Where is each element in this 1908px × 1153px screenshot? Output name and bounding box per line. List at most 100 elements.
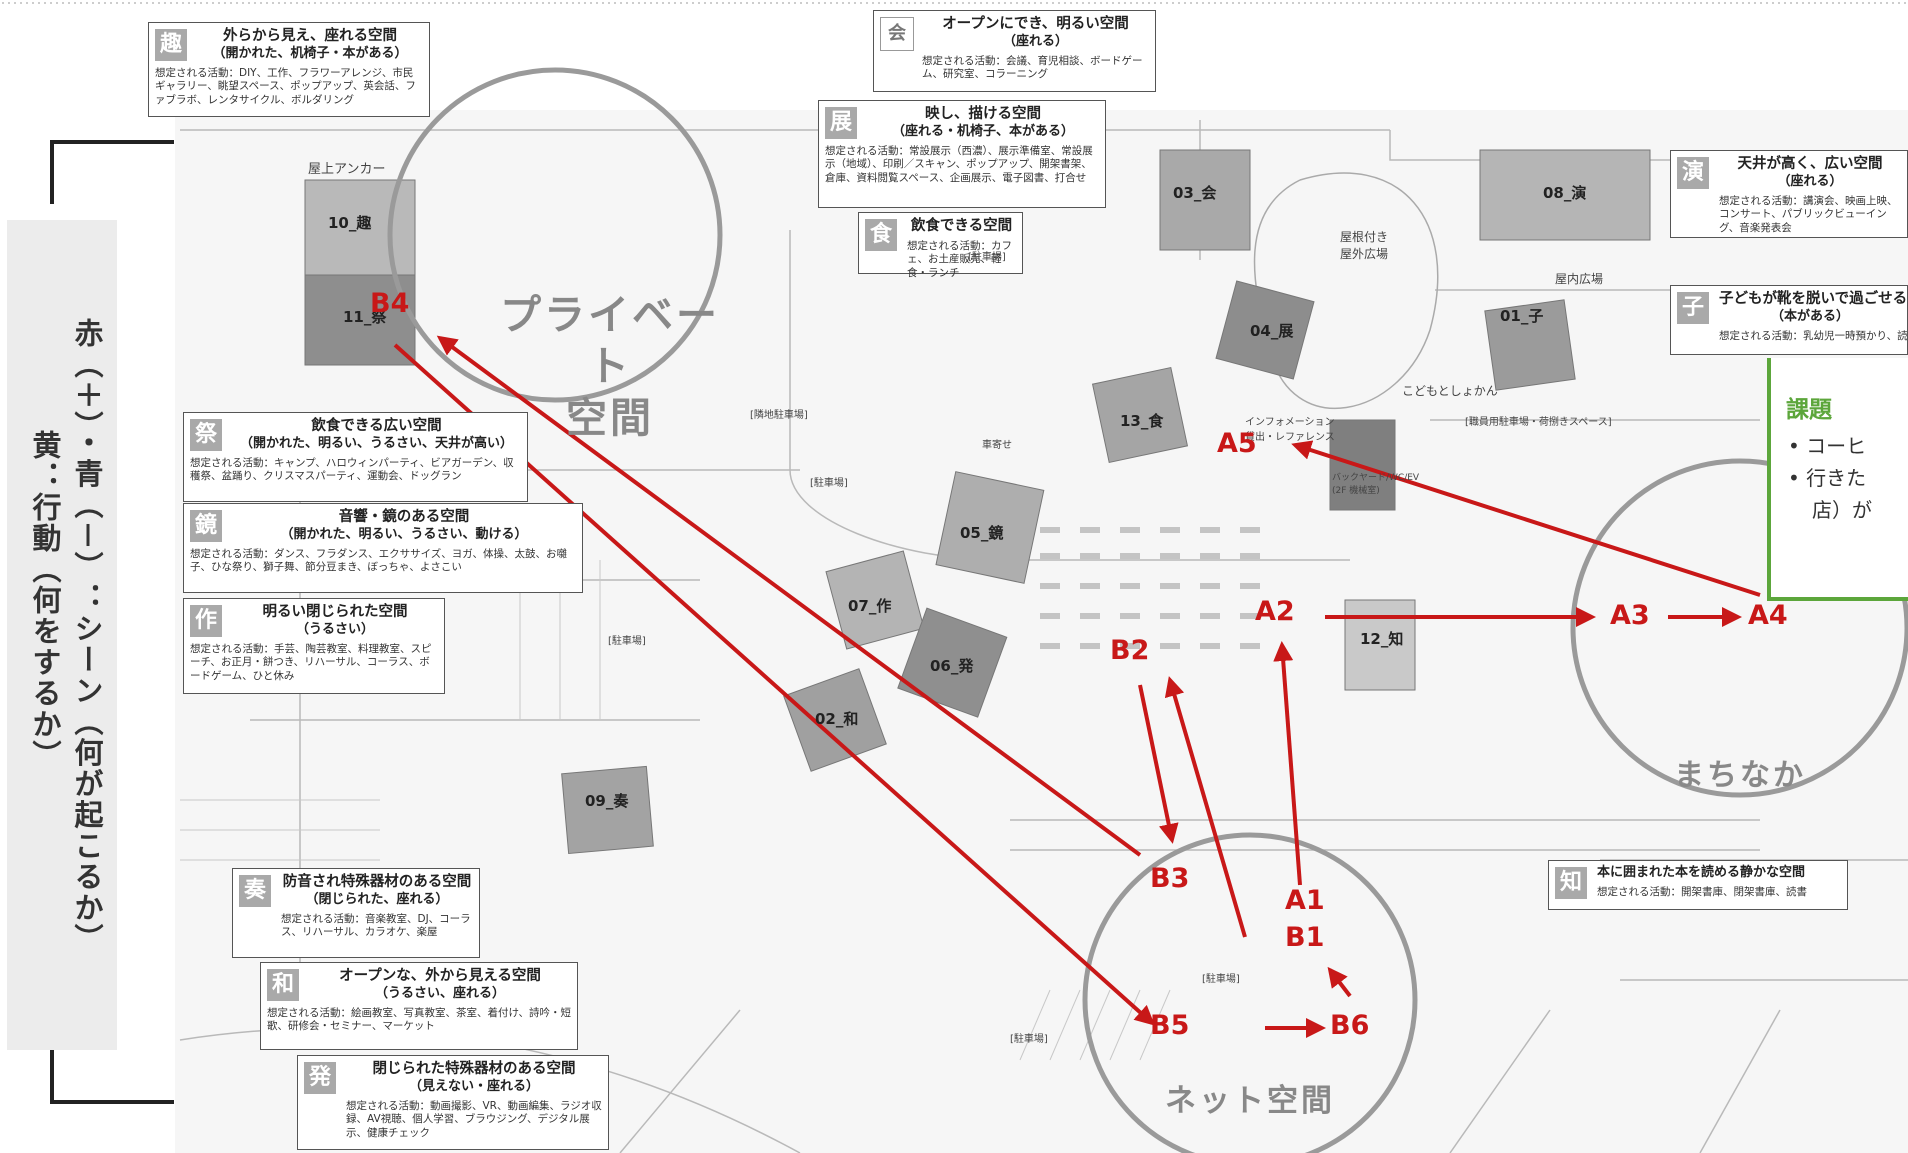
legend-title: 飲食できる空間 [910,218,1013,234]
legend-en: 演 天井が高く、広い空間 （座れる） 想定される活動：講演会、映画上映、コンサー… [1670,150,1908,238]
arrow-b6-b1 [1327,966,1352,998]
info-label: インフォメーション 貸出・レファレンス [1245,417,1335,443]
legend-subtitle: （うるさい、座れる） [374,985,505,1001]
legend-kanji-badge: 祭 [190,419,222,451]
net-circle [1082,832,1418,1153]
node-b2: B2 [1110,635,1150,666]
private-space-label: プライベート 空間 [500,291,720,442]
legend-kanji-badge: 和 [267,969,299,1001]
roofed-plaza-outline [1253,172,1439,410]
node-b5: B5 [1150,1010,1190,1041]
legend-subtitle: （開かれた、明るい、うるさい、動ける） [280,526,528,542]
legend-subtitle: （見えない・座れる） [408,1078,539,1094]
legend-activities: 想定される活動：常設展示（西濃）、展示準備室、常設展示（地域）、印刷／スキャン、… [825,144,1093,185]
kodomo-label: こどもとしょかん [1402,384,1498,398]
parking-label: [駐車場] [1202,974,1240,985]
legend-open: 会 オープンにでき、明るい空間 （座れる） 想定される活動：会議、育児相談、ボー… [873,10,1156,92]
side-label-red-blue: 赤（＋）・青（－）：シーン（何が起こるか） [70,318,104,955]
legend-kanji-badge: 作 [190,605,222,637]
legend-activities: 想定される活動：開架書庫、閉架書庫、読書 [1597,885,1807,898]
seating-rows [1040,527,1260,649]
node-b3: B3 [1150,863,1190,894]
issues-box [1767,358,1908,601]
issues-item-1: • コーヒ [1788,434,1867,458]
legend-subtitle: （閉じられた、座れる） [305,891,449,907]
room-tile-04 [1215,280,1315,380]
room-tile-02 [783,668,887,772]
arrow-b3-b4 [436,335,1142,857]
legend-title: オープンにでき、明るい空間 [942,16,1129,32]
legend-ten: 展 映し、描ける空間 （座れる・机椅子、本がある） 想定される活動：常設展示（西… [818,100,1106,208]
legend-title: 子どもが靴を脱いで過ごせる [1719,291,1908,307]
legend-title: 飲食できる広い空間 [311,418,442,434]
legend-hatsu: 発 閉じられた特殊器材のある空間 （見えない・座れる） 想定される活動：動画撮影… [297,1055,609,1150]
room-label-10: 10_趣 [328,214,372,232]
room-tile-03 [1159,149,1251,251]
node-a3: A3 [1610,600,1650,631]
parking-label: [駐車場] [810,478,848,489]
legend-matsuri: 祭 飲食できる広い空間 （開かれた、明るい、うるさい、天井が高い） 想定される活… [183,412,528,502]
room-tile-07 [825,550,925,650]
legend-ko: 子 子どもが靴を脱いで過ごせる （本がある） 想定される活動：乳幼児一時預かり、… [1670,285,1908,355]
room-label-08: 08_演 [1543,184,1587,202]
legend-activities: 想定される活動：キャンプ、ハロウィンパーティ、ビアガーデン、収穫祭、盆踊り、クリ… [190,456,514,483]
dropoff-label: 車寄せ [982,440,1012,451]
legend-activities: 想定される活動：絵画教室、写真教室、茶室、着付け、詩吟・短歌、研修会・セミナー、… [267,1006,571,1033]
legend-title: 音響・鏡のある空間 [338,509,470,525]
legend-activities: 想定される活動：手芸、陶芸教室、料理教室、スピーチ、お正月・餅つき、リハーサル、… [190,642,432,683]
legend-activities: 想定される活動：動画撮影、VR、動画編集、ラジオ収録、AV視聴、個人学習、ブラウ… [346,1099,602,1140]
legend-kanji-badge: 知 [1555,867,1587,899]
arrow-b2-b3 [1138,684,1179,844]
legend-activities: 想定される活動：会議、育児相談、ボードゲーム、研究室、コラーニング [922,54,1143,81]
legend-sou: 奏 防音され特殊器材のある空間 （閉じられた、座れる） 想定される活動：音楽教室… [232,868,480,958]
room-label-03: 03_会 [1173,184,1217,202]
room-label-12: 12_知 [1360,630,1404,648]
node-b6: B6 [1330,1010,1370,1041]
room-tile-06 [897,607,1008,718]
legend-activities: 想定される活動：DIY、工作、フラワーアレンジ、市民ギャラリー、眺望スペース、ポ… [155,66,416,107]
room-label-06: 06_発 [930,657,974,675]
backyard-label: バックヤード/WC/EV (2F 機械室) [1332,473,1420,496]
legend-title: 閉じられた特殊器材のある空間 [372,1061,576,1077]
side-label-panel [7,220,117,1050]
adjacent-parking-label: [隣地駐車場] [750,410,808,421]
arrow-a4-a5 [1291,440,1761,597]
bracket-top [50,140,174,204]
route-arrows [393,335,1761,1038]
legend-title: 防音され特殊器材のある空間 [282,874,472,890]
issues-item-2: • 行きた [1788,466,1867,490]
legend-kanji-badge: 奏 [239,875,271,907]
legend-activities: 想定される活動：カフェ、お土産販売、軽食・ランチ [907,239,1012,280]
legend-subtitle: （座れる） [1777,173,1843,189]
room-label-04: 04_展 [1250,322,1294,340]
legend-kanji-badge: 会 [880,17,914,51]
node-a4: A4 [1748,600,1788,631]
net-space-label: ネット空間 [1165,1083,1335,1119]
parking-label: [駐車場] [1010,1034,1048,1045]
legend-subtitle: （開かれた、明るい、うるさい、天井が高い） [239,435,513,451]
room-label-11: 11_祭 [343,308,387,326]
legend-activities: 想定される活動：音楽教室、DJ、コーラス、リハーサル、カラオケ、楽屋 [281,912,471,939]
legend-title: 天井が高く、広い空間 [1737,156,1883,172]
issues-title: 課題 [1786,397,1832,423]
zone-circles [387,67,1908,1153]
staff-parking-label: [職員用駐車場・荷捌きスペース] [1465,417,1612,428]
legend-activities: 想定される活動：ダンス、フラダンス、エクササイズ、ヨガ、体操、太鼓、お囃子、ひな… [190,547,568,574]
legend-kanji-badge: 食 [865,219,897,251]
legend-wa: 和 オープンな、外から見える空間 （うるさい、座れる） 想定される活動：絵画教室… [260,962,578,1050]
legend-title: 映し、描ける空間 [925,106,1041,122]
parking-label: [駐車場] [608,636,646,647]
room-tile-13 [1091,366,1189,464]
room-tiles [304,149,1651,855]
legend-kanji-badge: 子 [1677,292,1709,324]
parking-label: [駐車場] [968,252,1006,263]
legend-title: 明るい閉じられた空間 [262,604,408,620]
roofed-plaza-label: 屋根付き 屋外広場 [1340,230,1389,261]
room-tile-09 [561,765,654,855]
room-label-05: 05_鏡 [960,524,1004,542]
room-label-13: 13_食 [1120,412,1164,430]
room-tile-01 [1484,299,1576,391]
room-tile-05 [935,471,1045,584]
town-label: まちなか [1674,758,1806,793]
